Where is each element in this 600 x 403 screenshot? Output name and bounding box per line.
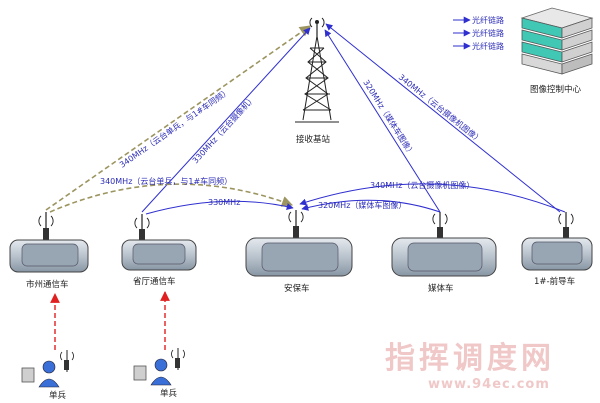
watermark-url: www.94ec.com xyxy=(428,377,550,392)
vehicle-shengting xyxy=(121,214,197,271)
antenna-icon xyxy=(432,212,448,238)
vehicle-qiandao xyxy=(521,212,593,271)
control-center-label: 图像控制中心 xyxy=(530,84,582,95)
antenna-icon xyxy=(134,214,150,240)
vehicle-meiti xyxy=(391,212,497,277)
legend-item-1: 光纤链路 xyxy=(472,15,504,25)
vehicle-label-anbao: 安保车 xyxy=(284,283,310,294)
antenna-icon xyxy=(171,348,185,370)
link-shizhou-station xyxy=(45,25,311,211)
soldier-label-2: 单兵 xyxy=(160,388,178,399)
soldier-unit-2 xyxy=(133,348,185,386)
soldier-unit-1 xyxy=(21,350,74,388)
link-label-l8: 340MHz（云台摄像机图像） xyxy=(370,180,474,190)
vehicle-label-shengting: 省厅通信车 xyxy=(133,276,176,287)
person-icon xyxy=(38,360,60,388)
link-meiti-anbao xyxy=(301,199,441,213)
server-icon xyxy=(520,7,594,75)
watermark-main: 指挥调度网 xyxy=(385,341,555,376)
camera-icon xyxy=(21,367,35,383)
antenna-icon xyxy=(558,212,574,238)
link-qiandao-station xyxy=(325,23,561,213)
link-meiti-station xyxy=(324,29,441,213)
link-label-l5: 340MHz（云台单兵，与1#车同频） xyxy=(100,176,232,186)
antenna-icon xyxy=(288,210,304,238)
legend-item-2: 光纤链路 xyxy=(472,28,504,38)
vehicle-anbao xyxy=(245,210,353,277)
link-label-l3: 320MHz（媒体车图像） xyxy=(361,78,417,158)
station-label: 接收基站 xyxy=(296,134,331,145)
antenna-icon xyxy=(38,212,54,240)
link-label-l1: 340MHz（云台单兵，与1#车同频） xyxy=(117,86,231,170)
legend: 光纤链路 光纤链路 光纤链路 xyxy=(453,15,504,51)
vehicle-label-meiti: 媒体车 xyxy=(428,283,454,294)
camera-icon xyxy=(133,365,147,381)
vehicle-label-qiandao: 1#-前导车 xyxy=(534,276,575,287)
link-shizhou-anbao xyxy=(49,183,294,213)
link-shengting-station xyxy=(141,27,311,213)
person-icon xyxy=(150,358,172,386)
soldier-label-1: 单兵 xyxy=(49,390,67,401)
link-label-l7: 320MHz（媒体车图像） xyxy=(318,200,406,210)
antenna-icon xyxy=(60,350,74,372)
link-shengting-anbao xyxy=(145,200,294,215)
link-label-l6: 330MHz xyxy=(208,198,240,207)
link-label-l4: 340MHz（云台摄像机图像） xyxy=(397,72,485,145)
vehicle-shizhou xyxy=(9,212,89,273)
tower-icon xyxy=(295,17,339,123)
link-qiandao-anbao xyxy=(299,183,566,213)
legend-item-3: 光纤链路 xyxy=(472,41,504,51)
vehicle-label-shizhou: 市州通信车 xyxy=(26,279,69,290)
